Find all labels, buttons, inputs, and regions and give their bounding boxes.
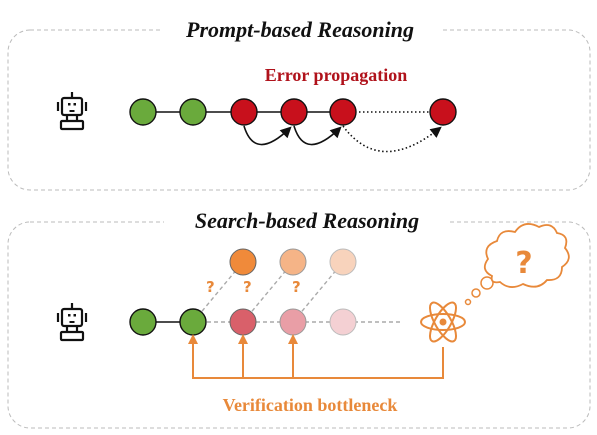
error-step-node: [329, 98, 357, 126]
prompt-based-panel: Prompt-based Reasoning Error propagation: [7, 16, 591, 191]
correct-step-node: [129, 308, 157, 336]
candidate-node: [229, 248, 257, 276]
search-based-panel: Search-based Reasoning ? ? ?: [7, 207, 591, 429]
cloud-question-mark: ?: [515, 246, 532, 281]
error-step-node: [230, 98, 258, 126]
title-backdrop: [160, 16, 440, 44]
propagation-arrow: [293, 125, 342, 146]
propagation-arrow: [243, 125, 292, 146]
thought-bubble-dot: [471, 288, 481, 298]
thought-bubble-dot: [464, 298, 472, 306]
verification-bottleneck-label: Verification bottleneck: [223, 395, 398, 415]
arrowhead: [288, 334, 298, 344]
correct-step-node: [179, 98, 207, 126]
candidate-node: [279, 308, 307, 336]
thought-bubble-dot: [480, 276, 494, 290]
error-step-node: [429, 98, 457, 126]
arrowhead: [238, 334, 248, 344]
panel-title: Search-based Reasoning: [195, 208, 419, 233]
atom-icon: [420, 301, 466, 343]
error-step-node: [280, 98, 308, 126]
propagation-arrow-dotted: [342, 125, 442, 153]
correct-step-node: [179, 308, 207, 336]
robot-icon: [56, 92, 88, 131]
candidate-node: [329, 308, 357, 336]
uncertainty-mark: ?: [206, 278, 215, 296]
panel-title: Prompt-based Reasoning: [185, 17, 414, 42]
uncertainty-mark: ?: [292, 278, 301, 296]
candidate-node: [329, 248, 357, 276]
verification-feedback: [192, 340, 444, 379]
thought-cloud-icon: ?: [483, 223, 570, 288]
arrowhead: [188, 334, 198, 344]
title-backdrop: [164, 207, 450, 235]
candidate-node: [279, 248, 307, 276]
uncertainty-mark: ?: [243, 278, 252, 296]
candidate-node: [229, 308, 257, 336]
error-propagation-label: Error propagation: [265, 65, 408, 85]
robot-icon: [56, 303, 88, 342]
correct-step-node: [129, 98, 157, 126]
